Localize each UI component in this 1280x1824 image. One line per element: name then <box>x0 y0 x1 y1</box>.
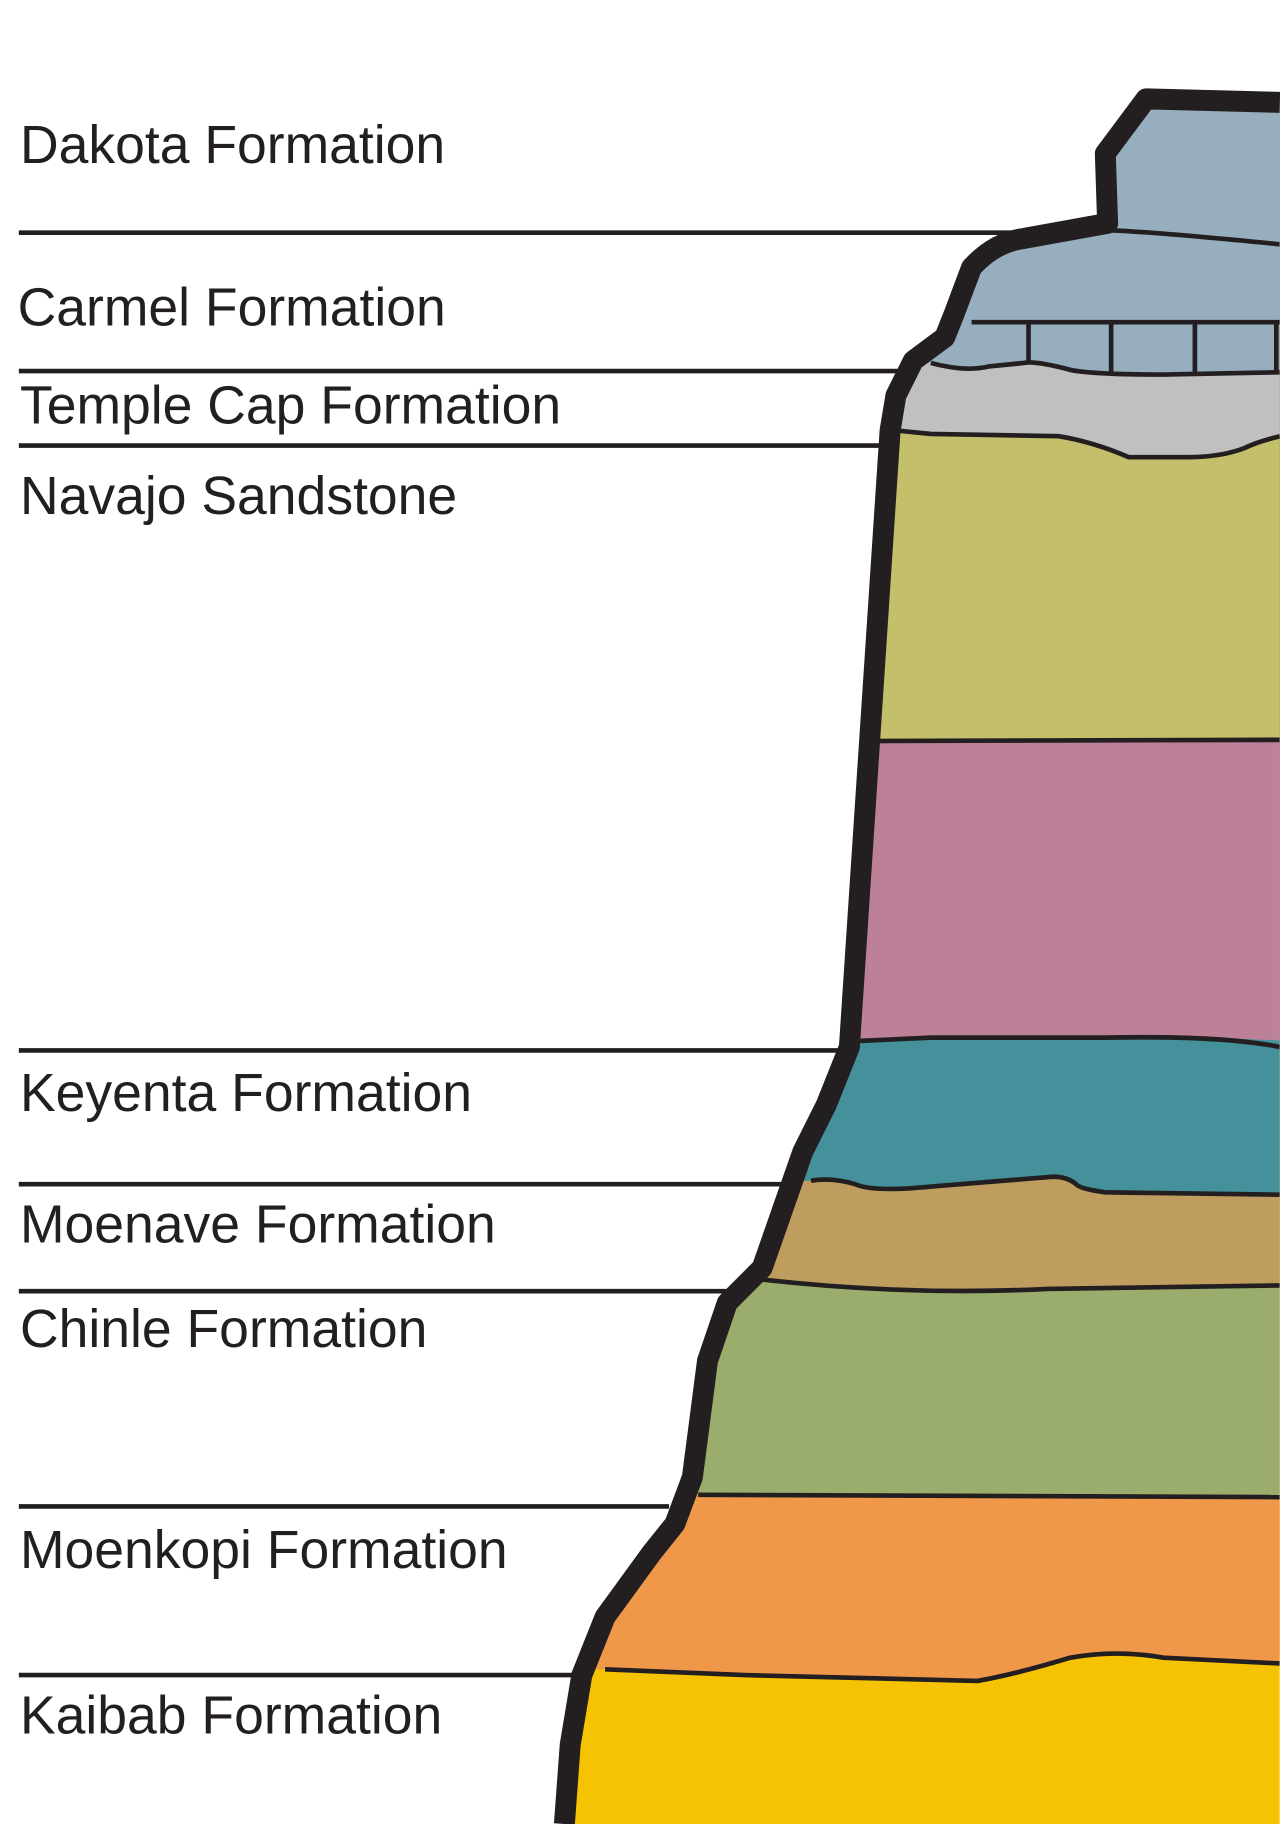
cliff-outline <box>553 88 1280 1824</box>
boundary-line <box>971 319 1280 375</box>
boundary-line <box>878 737 1280 744</box>
boundary-line <box>930 360 1280 377</box>
boundary-line <box>810 1174 1280 1197</box>
boundary-line <box>761 1277 1280 1294</box>
rock-layers <box>564 93 1280 1824</box>
boundary-line <box>1111 228 1280 247</box>
boundary-line <box>698 1492 1280 1500</box>
label-moenave: Moenave Formation <box>20 1195 496 1254</box>
label-temple-cap: Temple Cap Formation <box>20 376 561 435</box>
layer-dakota <box>564 93 1280 245</box>
label-moenkopi: Moenkopi Formation <box>20 1521 508 1580</box>
label-kaibab: Kaibab Formation <box>20 1686 442 1745</box>
label-carmel: Carmel Formation <box>18 279 446 338</box>
label-chinle: Chinle Formation <box>20 1300 427 1359</box>
label-dakota: Dakota Formation <box>20 116 445 175</box>
boundary-line <box>895 428 1280 460</box>
boundary-line <box>605 1651 1280 1684</box>
label-keyenta: Keyenta Formation <box>20 1064 472 1123</box>
boundary-line <box>855 1034 1280 1050</box>
label-navajo: Navajo Sandstone <box>20 467 457 526</box>
